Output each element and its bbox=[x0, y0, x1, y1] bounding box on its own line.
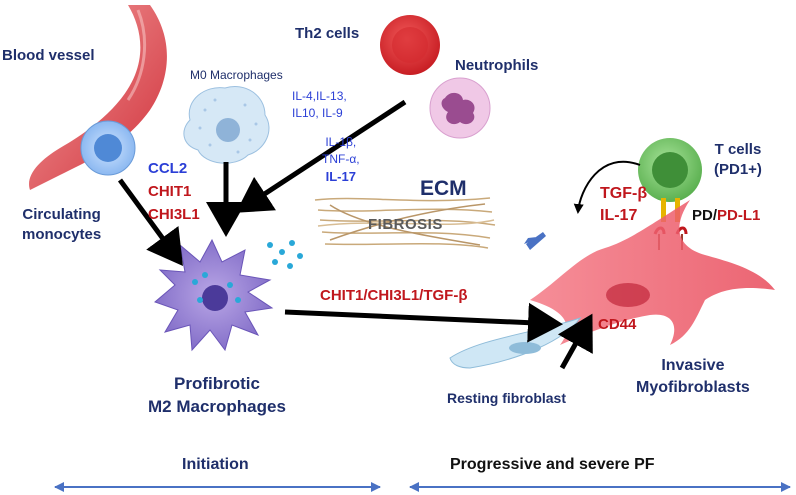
th2-cells-label: Th2 cells bbox=[295, 25, 360, 42]
il17-label: IL-17 bbox=[600, 207, 638, 224]
blood-vessel-label: Blood vessel bbox=[2, 47, 95, 64]
profibrotic-m2-label: Profibrotic M2 Macrophages bbox=[148, 374, 286, 416]
cd44-label: CD44 bbox=[598, 316, 637, 333]
arrow-m2-to-myofibroblast bbox=[284, 302, 563, 343]
chit1-label: CHIT1 bbox=[148, 183, 192, 200]
m2-macrophage-cell bbox=[154, 238, 274, 352]
th2-cell bbox=[380, 15, 440, 75]
neutrophil-cell bbox=[429, 77, 491, 139]
chi3l1-label: CHI3L1 bbox=[148, 206, 200, 223]
resting-fibroblast-cell bbox=[449, 317, 582, 369]
myofibroblast-cell bbox=[530, 200, 775, 345]
ecm-fibers bbox=[314, 197, 496, 249]
progressive-pf-label: Progressive and severe PF bbox=[450, 456, 655, 473]
circulating-monocytes-label: Circulating monocytes bbox=[22, 206, 102, 243]
th2-cytokines-label: IL-4,IL-13, IL10, IL-9 bbox=[292, 89, 347, 120]
arrow-fibroblast-to-myofibroblast bbox=[557, 313, 593, 370]
fibrosis-label: FIBROSIS bbox=[368, 216, 443, 233]
chit1-chi3l1-tgf-label: CHIT1/CHI3L1/TGF-β bbox=[320, 287, 468, 304]
ccl2-label: CCL2 bbox=[148, 160, 188, 177]
secreted-particles bbox=[267, 240, 303, 269]
m0-macrophage-cell bbox=[183, 86, 270, 164]
resting-fibroblast-label: Resting fibroblast bbox=[447, 390, 567, 406]
arrow-neutrophil-to-m2 bbox=[235, 99, 407, 213]
m0-macrophages-label: M0 Macrophages bbox=[190, 68, 283, 82]
monocyte-cell bbox=[80, 120, 136, 176]
invasive-myofibroblasts-label: Invasive Myofibroblasts bbox=[636, 357, 750, 396]
ecm-label: ECM bbox=[420, 177, 467, 200]
t-cells-label: T cells (PD1+) bbox=[714, 141, 762, 178]
pd-pdl1-label: PD/PD-L1 bbox=[692, 207, 761, 224]
ecm-arrow bbox=[524, 232, 546, 250]
arrow-tcell-to-myofibroblast bbox=[573, 160, 641, 214]
tgf-beta-label: TGF-β bbox=[600, 185, 648, 202]
neutrophil-cytokines-label: IL-1β, TNF-α, IL-17 bbox=[322, 135, 360, 184]
initiation-label: Initiation bbox=[182, 456, 249, 473]
arrow-monocyte-to-m2 bbox=[117, 178, 183, 267]
neutrophils-label: Neutrophils bbox=[455, 57, 539, 74]
